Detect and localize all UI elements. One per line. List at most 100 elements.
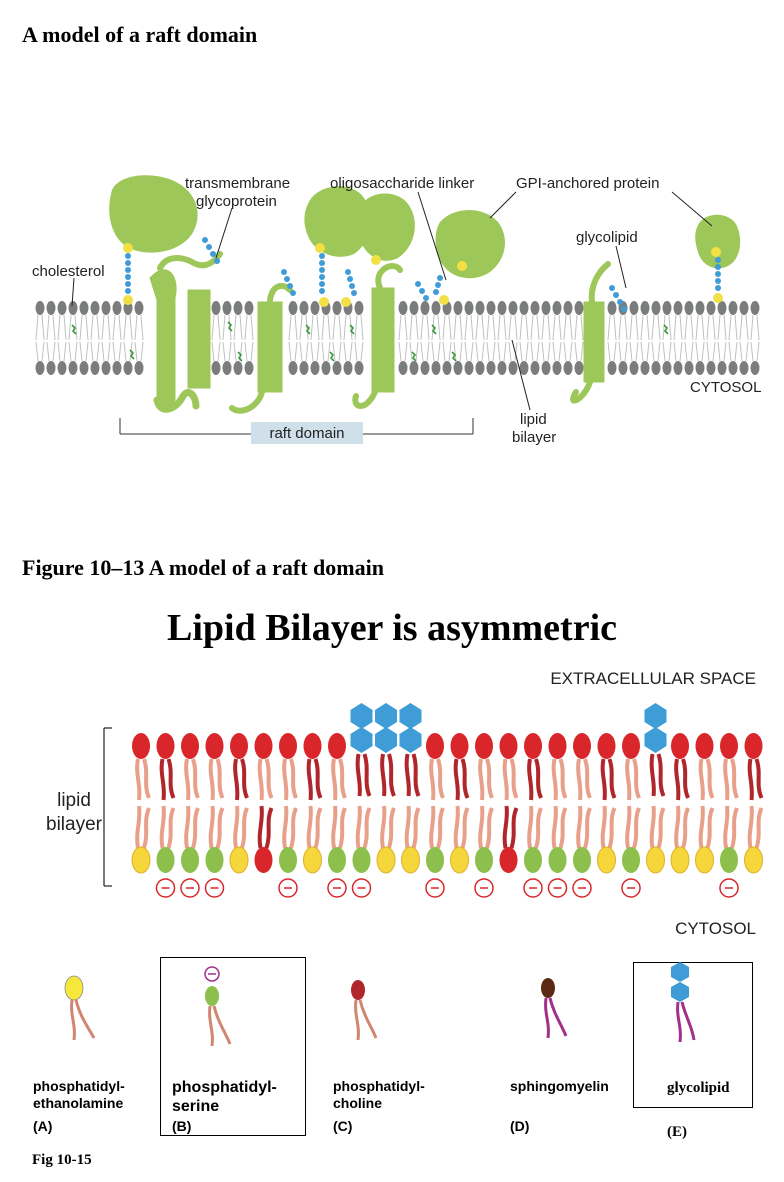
lipid-head [695,361,705,375]
lipid-head [607,361,617,375]
glycolipid-icon [671,962,696,1043]
lipid-tail [123,314,133,341]
lipid-head [750,301,760,315]
legend-b-label: phosphatidyl- serine [172,1079,277,1115]
lipid-tail [35,341,45,362]
lipid-head [354,301,364,315]
phosphatidylserine-icon [204,966,232,1047]
inner-lipid [720,805,739,873]
lipid-head [541,301,551,315]
outer-lipid [132,733,151,801]
lipid-tail [475,314,485,341]
sugar-unit [125,281,131,287]
negative-charge-icon [278,878,298,898]
outer-leaflet [132,703,764,801]
section-heading: Lipid Bilayer is asymmetric [167,607,617,649]
sugar-unit [319,281,325,287]
lipid-tail [310,314,320,341]
sugar-unit [214,258,220,264]
glycolipid-head [375,703,397,797]
transmembrane-glycoprotein-2 [229,282,293,414]
lipid-tail [79,314,89,341]
lipid-head [79,361,89,375]
cholesterol-mark [411,351,417,362]
cholesterol-mark [329,351,335,362]
lipid-tail [475,341,485,362]
lipid-head [706,301,716,315]
lipid-head [574,361,584,375]
legend-d-label: sphingomyelin [510,1078,609,1094]
inner-lipid [499,805,519,873]
lipid-head [57,301,67,315]
lipid-tail [739,314,749,341]
lipid-tail [288,314,298,341]
glycolipid-head [350,703,373,797]
negative-charge-icon [547,878,568,898]
negative-charges [155,878,739,898]
lipid-head [728,301,738,315]
lipid-head [211,301,221,315]
lipid-head [310,301,320,315]
cholesterol-mark [237,351,243,362]
sugar-unit [281,269,287,275]
lipid-tail [134,314,144,341]
lipid-tail [46,341,56,362]
lipid-head [739,301,749,315]
lipid-tail [90,341,100,362]
sugar-unit [287,283,293,289]
outer-lipid [573,733,592,801]
lipid-head [134,301,144,315]
lipid-tail [695,341,705,362]
cholesterol-marks [71,321,669,362]
lipid-tail [420,341,430,362]
anchor-dot [457,261,467,271]
lipid-tail [57,341,67,362]
lipid-head [299,301,309,315]
lipid-tail [35,314,45,341]
lipid-tail [640,314,650,341]
lipid-head [563,301,573,315]
sugar-unit [319,253,325,259]
lipid-head [530,301,540,315]
cholesterol-mark [663,324,669,335]
lipid-tail [673,314,683,341]
lipid-head [519,301,529,315]
lipid-tail [343,314,353,341]
sugar-unit [319,288,325,294]
sugar-unit [345,269,351,275]
lipid-tail [299,341,309,362]
lipid-tail [607,341,617,362]
inner-lipid [695,805,715,874]
sugar-unit [125,267,131,273]
anchor-dot [713,293,723,303]
lipid-head [112,301,122,315]
lipid-head [112,361,122,375]
lipid-tail [574,314,584,341]
lipid-head [409,361,419,375]
label-bilayer: bilayer [512,429,556,446]
negative-charge-icon [180,878,200,898]
lipid-tail [750,341,760,362]
inner-lipid [450,805,470,874]
anchor-dot [371,255,381,265]
outer-lipid [744,733,764,801]
lipid-tail [618,314,628,341]
lipid-head [343,361,353,375]
lipid-head [288,301,298,315]
lipid-tail [211,314,221,341]
lipid-head [431,361,441,375]
lipid-tail [244,314,254,341]
lipid-tail [90,314,100,341]
outer-lipid [499,733,519,801]
outer-lipid [181,733,200,801]
outer-lipid [328,733,347,801]
outer-lipid [475,733,494,801]
lipid-head [57,361,67,375]
negative-charge-icon [719,878,739,898]
lipid-head [409,301,419,315]
inner-lipid [597,805,617,874]
inner-lipid [426,805,445,873]
anchor-dot [315,243,325,253]
lipid-head [46,301,56,315]
lipid-head [640,361,650,375]
